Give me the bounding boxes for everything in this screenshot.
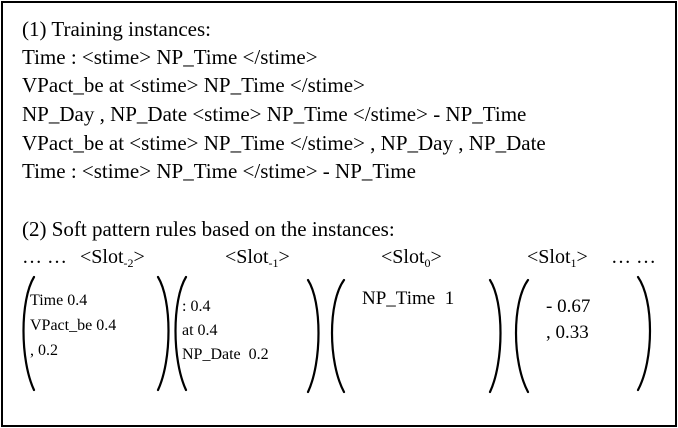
slot-minus2-entry: Time 0.4 <box>30 292 88 309</box>
slot-minus2-label: <Slot-2> <box>80 246 145 270</box>
slot-0-right-paren <box>488 278 502 394</box>
lead-ellipsis: … … <box>22 246 67 268</box>
slot-minus1-label: <Slot-1> <box>225 246 290 270</box>
slot-0-label: <Slot0> <box>381 246 442 270</box>
slot-0-left-paren <box>330 278 346 394</box>
slot-1-label: <Slot1> <box>527 246 588 270</box>
slot-minus1-left-paren <box>174 275 188 392</box>
slot-1-left-paren <box>514 278 530 394</box>
training-line-1: Time : <stime> NP_Time </stime> <box>22 45 318 69</box>
slot-minus2-entry: , 0.2 <box>30 342 58 359</box>
slot-minus1-entry: NP_Date 0.2 <box>182 346 269 363</box>
training-line-3: NP_Day , NP_Date <stime> NP_Time </stime… <box>22 102 527 126</box>
training-line-2: VPact_be at <stime> NP_Time </stime> <box>22 73 365 97</box>
slot-minus2-left-paren <box>22 275 36 392</box>
slot-minus1-entry: : 0.4 <box>182 298 211 315</box>
slot-minus1-entry: at 0.4 <box>182 322 218 339</box>
slot-0-entry: NP_Time 1 <box>362 288 455 309</box>
slot-1-right-paren <box>636 275 652 392</box>
rules-heading: (2) Soft pattern rules based on the inst… <box>22 217 395 241</box>
training-heading: (1) Training instances: <box>22 17 211 41</box>
slot-1-entry: , 0.33 <box>546 322 589 343</box>
slot-minus2-right-paren <box>156 275 170 392</box>
training-line-5: Time : <stime> NP_Time </stime> - NP_Tim… <box>22 159 416 183</box>
trail-ellipsis: … … <box>611 246 656 268</box>
slot-minus1-right-paren <box>306 278 320 394</box>
slot-1-entry: - 0.67 <box>546 296 591 317</box>
slot-minus2-entry: VPact_be 0.4 <box>30 317 117 334</box>
training-line-4: VPact_be at <stime> NP_Time </stime> , N… <box>22 131 546 155</box>
